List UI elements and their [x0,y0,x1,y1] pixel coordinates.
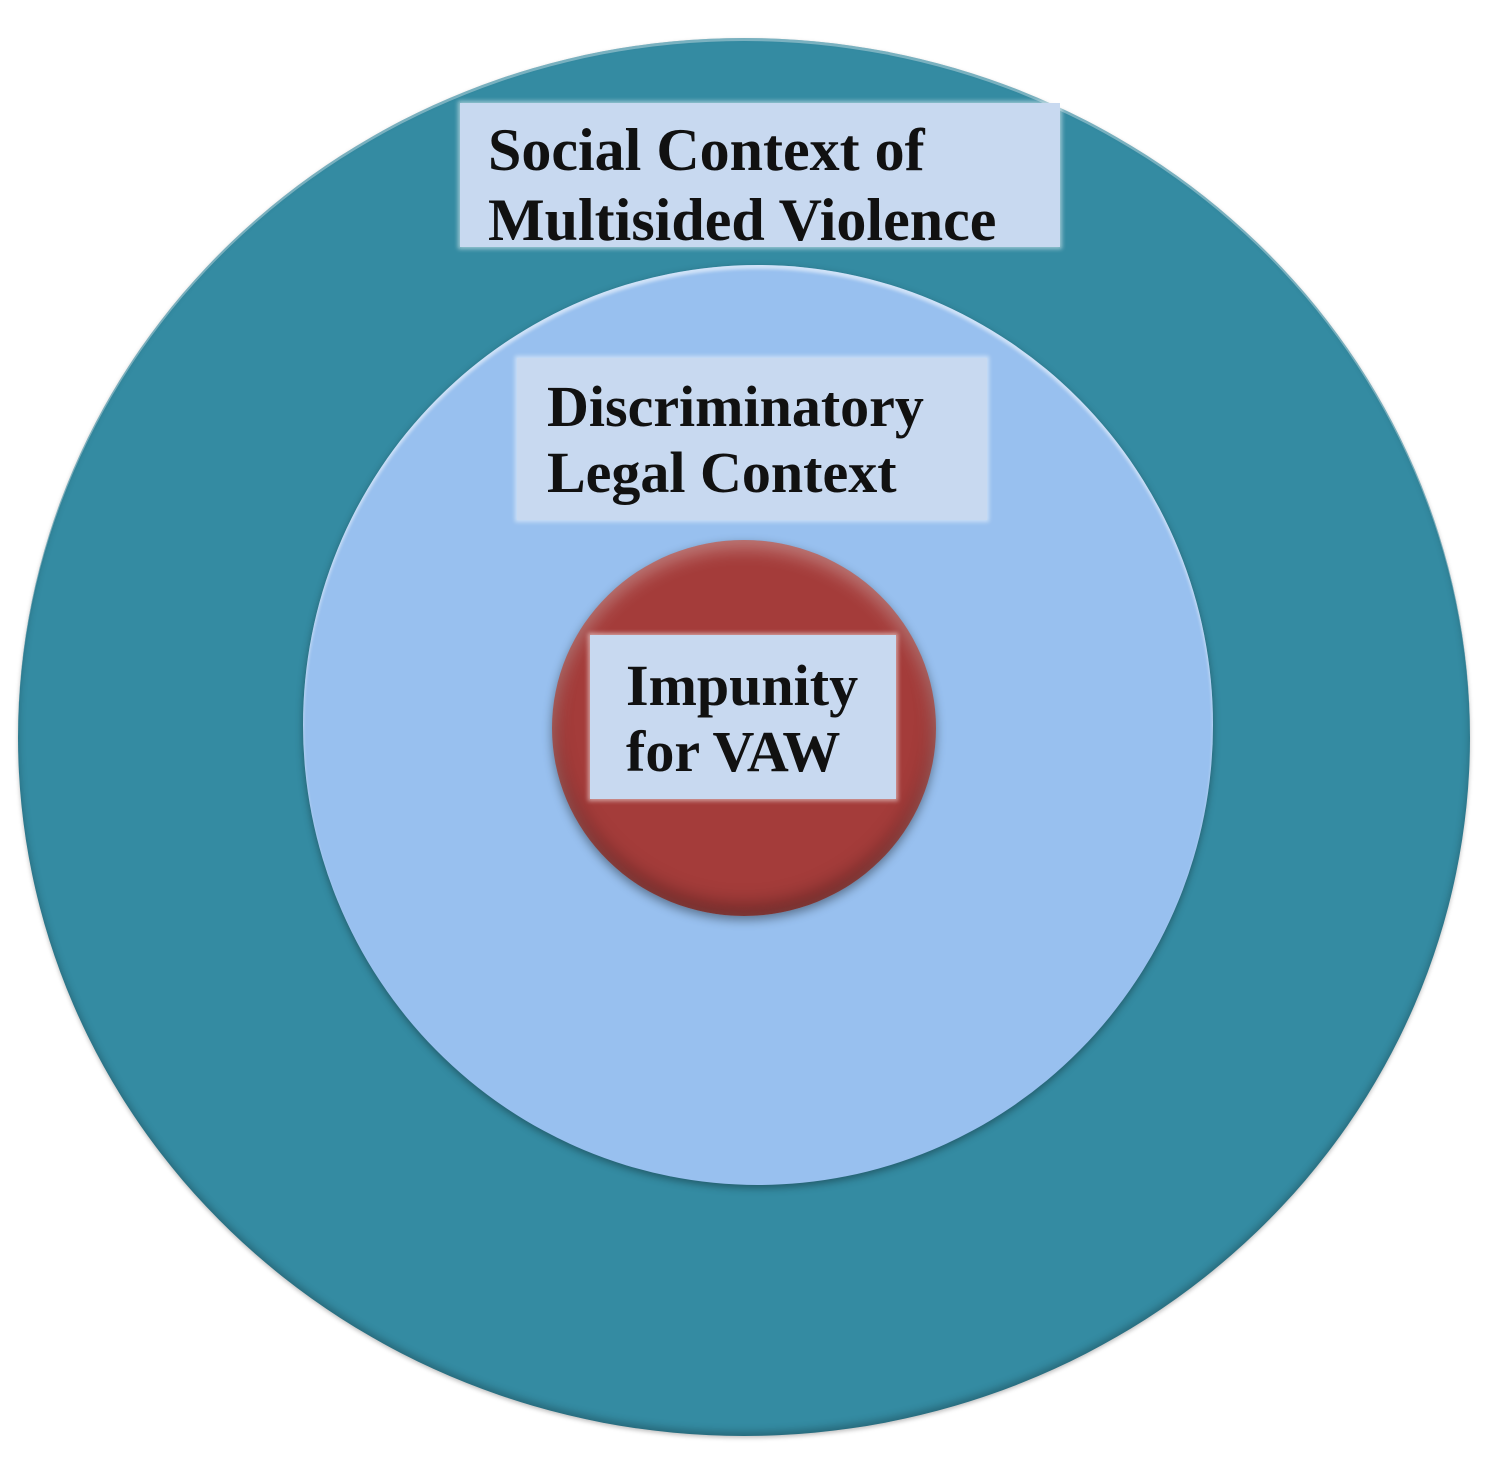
inner-circle-label-line-1: Impunity [626,653,859,718]
outer-ring-label-line-2: Multisided Violence [488,187,997,253]
middle-ring-label-line-2: Legal Context [547,440,897,505]
outer-ring-label: Social Context of Multisided Violence [460,103,1060,253]
inner-circle-label: Impunity for VAW [590,635,896,799]
middle-ring-label: Discriminatory Legal Context [517,358,987,520]
outer-ring-label-line-1: Social Context of [488,117,925,183]
middle-ring-label-line-1: Discriminatory [547,374,924,439]
inner-circle-label-line-2: for VAW [626,719,841,784]
